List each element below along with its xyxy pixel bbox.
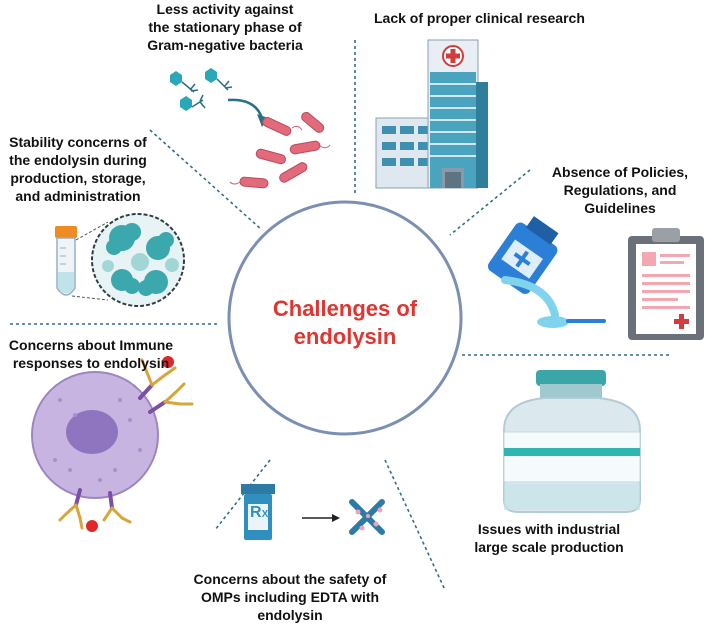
label-line: Absence of Policies, (551, 164, 689, 180)
label-line: production, storage, (10, 170, 146, 186)
divider-lines (10, 40, 670, 591)
divider-line (149, 129, 263, 231)
label-immune: Concerns about Immune responses to endol… (5, 336, 177, 372)
rx-letter-r: R (250, 504, 262, 521)
rx-bottle-to-cross-icon (241, 484, 385, 540)
label-clinical-research: Lack of proper clinical research (374, 9, 634, 27)
label-industrial: Issues with industrial large scale produ… (466, 520, 632, 556)
test-tube-and-protein-icon (55, 213, 185, 307)
label-line: Issues with industrial (477, 521, 621, 537)
label-line: Lack of proper clinical research (374, 10, 585, 26)
center-title-line: Challenges of (272, 296, 418, 321)
immune-cell-with-antibodies-icon (31, 356, 194, 532)
medicine-bottle-and-clipboard-icon (487, 216, 704, 340)
glass-vial-icon (503, 370, 641, 513)
divider-line (449, 169, 531, 236)
label-line: Concerns about the safety of (193, 571, 387, 587)
label-policies: Absence of Policies, Regulations, and Gu… (540, 163, 700, 217)
rx-glyph: RX (250, 504, 269, 529)
label-line: Gram-negative bacteria (147, 37, 303, 53)
label-line: Concerns about Immune (8, 337, 174, 353)
divider-line (214, 459, 271, 531)
label-line: Guidelines (584, 200, 656, 216)
label-line: and administration (15, 188, 141, 204)
label-line: OMPs including EDTA with (200, 589, 380, 605)
label-stability: Stability concerns of the endolysin duri… (0, 133, 156, 205)
center-title: Challenges of endolysin (245, 295, 445, 351)
label-safety: Concerns about the safety of OMPs includ… (180, 570, 400, 624)
center-title-line: endolysin (293, 324, 397, 349)
label-line: responses to endolysin (12, 355, 170, 371)
rx-letter-x: X (261, 509, 269, 520)
label-line: Less activity against (156, 1, 294, 17)
label-line: large scale production (474, 539, 624, 555)
bacteriophage-and-bacteria-icon (170, 68, 331, 189)
label-line: Stability concerns of (9, 134, 147, 150)
label-line: Regulations, and (563, 182, 677, 198)
label-line: endolysin (257, 607, 323, 623)
hospital-building-icon (375, 39, 488, 189)
label-line: the stationary phase of (148, 19, 302, 35)
label-gram-negative: Less activity against the stationary pha… (125, 0, 325, 54)
center-circle (227, 200, 463, 436)
label-line: the endolysin during (9, 152, 147, 168)
